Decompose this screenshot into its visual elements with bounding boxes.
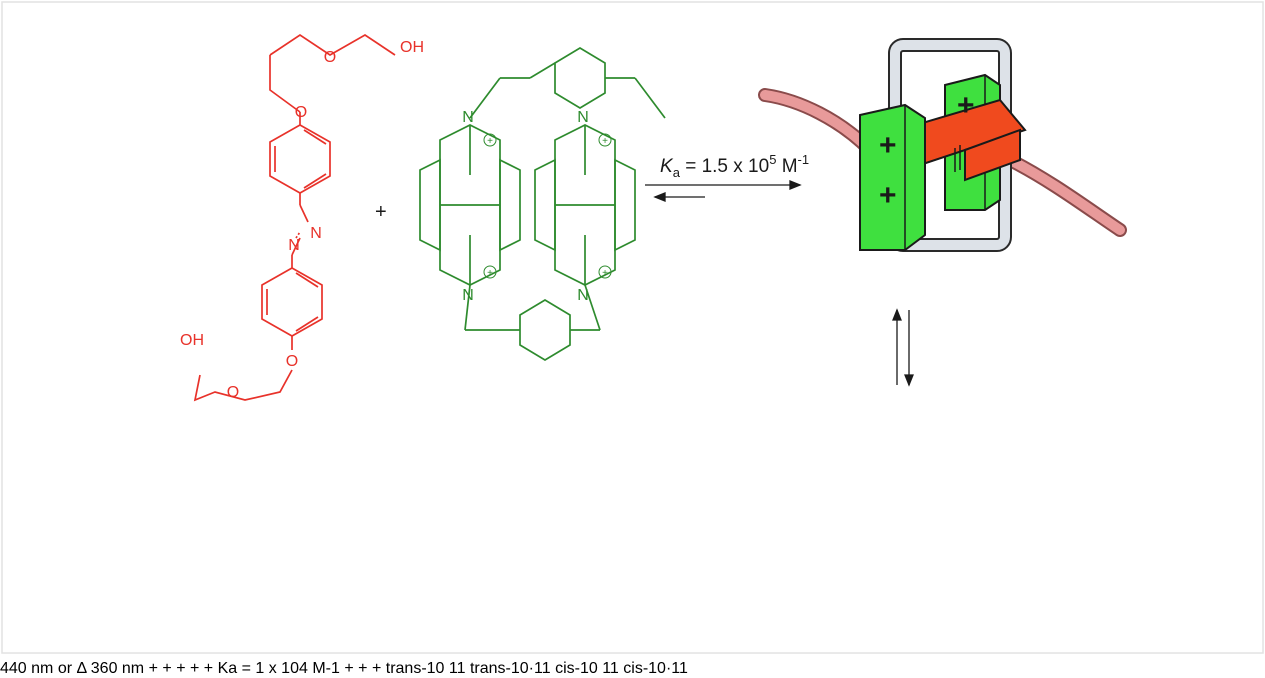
label-cis-10-11: cis-10·11 — [623, 660, 688, 677]
trans-cube-plus-3: + — [957, 89, 975, 122]
top-equilibrium-arrows — [645, 180, 802, 202]
left-core-ring-r — [499, 158, 521, 252]
atom-oh-bottom: OH — [180, 332, 204, 349]
atom-oh-top: OH — [400, 39, 424, 56]
label-trans-10-11: trans-10·11 — [469, 660, 551, 677]
atom-n-cy-4: N — [577, 287, 589, 304]
cis-cube-plus-1: + — [344, 660, 354, 677]
photo-up-line1: 440 nm — [0, 660, 54, 677]
right-core-ring-r — [614, 158, 636, 252]
top-xylyl-ring — [554, 47, 606, 109]
top-ka-label: Ka = 1.5 x 105 M-1 — [660, 152, 809, 180]
trans-10-11-complex — [758, 38, 1127, 252]
bottom-ka-label: Ka = 1 x 104 M-1 — [217, 660, 340, 677]
lower-glycol-chain — [193, 369, 293, 402]
charge-2: + — [602, 136, 608, 147]
cyclophane-11-structure — [419, 47, 666, 361]
upper-glycol-chain — [269, 33, 396, 56]
right-core-ring-l — [534, 158, 556, 252]
charge-4: + — [602, 268, 608, 279]
cis-cube-plus-2: + — [358, 660, 368, 677]
left-core-ring-l — [419, 158, 441, 252]
photo-down: 360 nm — [90, 660, 145, 677]
atom-n-cy-1: N — [462, 109, 474, 126]
cis-cube-plus-3: + — [371, 660, 382, 677]
charge-1: + — [487, 136, 493, 147]
c11-plus-2: + — [176, 660, 186, 677]
photo-arrows — [892, 308, 914, 387]
atom-o-bottom: O — [286, 353, 298, 370]
scheme-svg: O O OH N N O O OH N N N N — [1, 1, 1264, 654]
atom-o-chain-top: O — [324, 49, 336, 66]
upper-chain-link — [269, 55, 301, 113]
atom-o-chain-bottom: O — [227, 384, 239, 401]
label-trans-10: trans-10 — [385, 660, 445, 677]
c11-plus-3: + — [189, 660, 200, 677]
atom-o-top: O — [295, 104, 307, 121]
atom-n-2: N — [288, 237, 300, 254]
photo-up-line2: or Δ — [57, 660, 87, 677]
outer-border — [1, 1, 1264, 654]
atom-n-cy-2: N — [577, 109, 589, 126]
plus-top: + — [375, 201, 387, 223]
atom-n-1: N — [310, 225, 322, 242]
label-cis-10: cis-10 — [555, 660, 598, 677]
charge-3: + — [487, 268, 493, 279]
label-11-top: 11 — [448, 660, 466, 677]
bottom-xylyl-ring — [519, 299, 571, 361]
cy-charges — [483, 133, 612, 279]
plus-bottom: + — [148, 660, 158, 677]
c11-plus-4: + — [203, 660, 214, 677]
atom-n-cy-3: N — [462, 287, 474, 304]
trans-cube-plus-1: + — [879, 129, 897, 162]
c11-plus-1: + — [162, 660, 172, 677]
trans-cube-plus-2: + — [879, 179, 897, 212]
trans-10-structure — [193, 33, 396, 402]
label-11-bottom: 11 — [602, 660, 619, 677]
